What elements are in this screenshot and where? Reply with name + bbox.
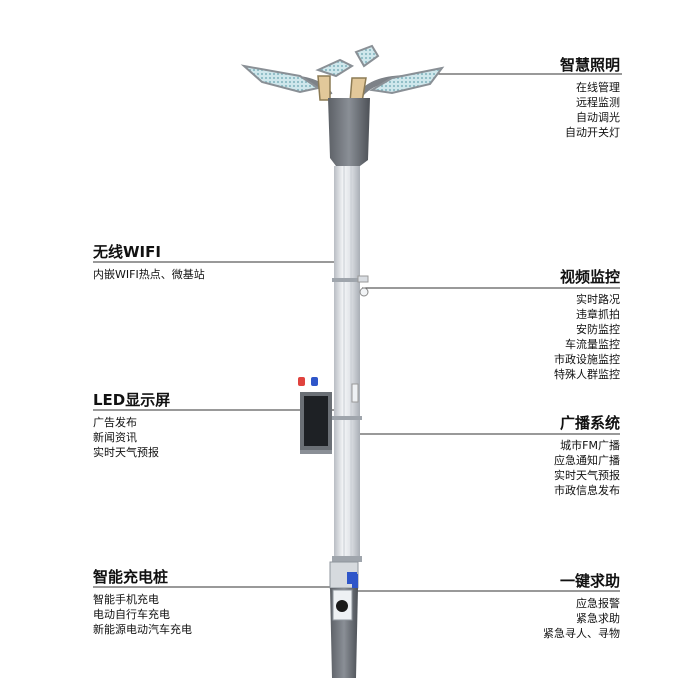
feature-title: 视频监控 xyxy=(559,268,620,286)
feature-item: 违章抓拍 xyxy=(576,308,620,321)
feature-led: LED显示屏 广告发布 新闻资讯 实时天气预报 xyxy=(93,391,170,460)
feature-item: 安防监控 xyxy=(576,323,620,336)
feature-title: LED显示屏 xyxy=(93,391,171,409)
feature-item: 市政设施监控 xyxy=(554,353,620,366)
feature-items: 城市FM广播 应急通知广播 实时天气预报 市政信息发布 xyxy=(554,438,620,498)
lamp-head-left xyxy=(240,64,321,94)
feature-smart-lighting: 智慧照明 在线管理 远程监测 自动调光 自动开关灯 xyxy=(560,56,620,140)
feature-item: 自动开关灯 xyxy=(565,126,620,139)
feature-item: 新能源电动汽车充电 xyxy=(93,623,192,636)
feature-items: 应急报警 紧急求助 紧急寻人、寻物 xyxy=(543,596,620,641)
feature-item: 城市FM广播 xyxy=(560,439,620,452)
feature-item: 应急通知广播 xyxy=(554,454,620,467)
pole-shaft xyxy=(334,166,360,562)
feature-sos: 一键求助 应急报警 紧急求助 紧急寻人、寻物 xyxy=(543,572,620,641)
lamp-head-right xyxy=(369,66,445,95)
feature-item: 自动调光 xyxy=(576,111,620,124)
feature-items: 内嵌WIFI热点、微基站 xyxy=(93,267,205,282)
lamp-head-back-right xyxy=(354,44,380,68)
feature-item: 电动自行车充电 xyxy=(93,608,170,621)
camera-icon xyxy=(357,275,369,297)
feature-broadcast: 广播系统 城市FM广播 应急通知广播 实时天气预报 市政信息发布 xyxy=(554,414,620,498)
feature-item: 紧急寻人、寻物 xyxy=(543,627,620,640)
feature-item: 智能手机充电 xyxy=(93,593,159,606)
feature-item: 实时路况 xyxy=(576,293,620,306)
lamp-bracket-left xyxy=(317,75,331,101)
feature-title: 智能充电桩 xyxy=(93,568,169,586)
feature-charging: 智能充电桩 智能手机充电 电动自行车充电 新能源电动汽车充电 xyxy=(93,568,192,637)
pole-base xyxy=(329,561,359,678)
pole-top-cap xyxy=(328,98,370,166)
warning-lights-icon xyxy=(298,377,318,386)
feature-item: 应急报警 xyxy=(576,597,620,610)
lamp-heads xyxy=(240,44,445,103)
feature-wifi: 无线WIFI 内嵌WIFI热点、微基站 xyxy=(93,243,205,282)
feature-item: 新闻资讯 xyxy=(93,431,137,444)
feature-items: 广告发布 新闻资讯 实时天气预报 xyxy=(93,415,170,460)
feature-item: 车流量监控 xyxy=(565,338,620,351)
feature-title: 一键求助 xyxy=(559,572,620,590)
feature-item: 实时天气预报 xyxy=(554,469,620,482)
feature-title: 无线WIFI xyxy=(93,243,161,261)
feature-item: 广告发布 xyxy=(93,416,137,429)
feature-items: 在线管理 远程监测 自动调光 自动开关灯 xyxy=(560,80,620,140)
feature-item: 远程监测 xyxy=(576,96,620,109)
speaker-icon xyxy=(351,383,359,403)
feature-item: 市政信息发布 xyxy=(554,484,620,497)
feature-items: 实时路况 违章抓拍 安防监控 车流量监控 市政设施监控 特殊人群监控 xyxy=(554,292,620,382)
feature-item: 实时天气预报 xyxy=(93,446,159,459)
feature-title: 智慧照明 xyxy=(559,56,620,74)
led-display-screen xyxy=(300,392,332,454)
feature-video: 视频监控 实时路况 违章抓拍 安防监控 车流量监控 市政设施监控 特殊人群监控 xyxy=(554,268,620,382)
feature-items: 智能手机充电 电动自行车充电 新能源电动汽车充电 xyxy=(93,592,192,637)
feature-item: 内嵌WIFI热点、微基站 xyxy=(93,268,205,281)
pole-rings xyxy=(332,278,362,562)
feature-title: 广播系统 xyxy=(559,414,620,432)
feature-item: 特殊人群监控 xyxy=(554,368,620,381)
feature-item: 紧急求助 xyxy=(576,612,620,625)
feature-item: 在线管理 xyxy=(576,81,620,94)
lamp-head-back-left xyxy=(315,58,355,78)
